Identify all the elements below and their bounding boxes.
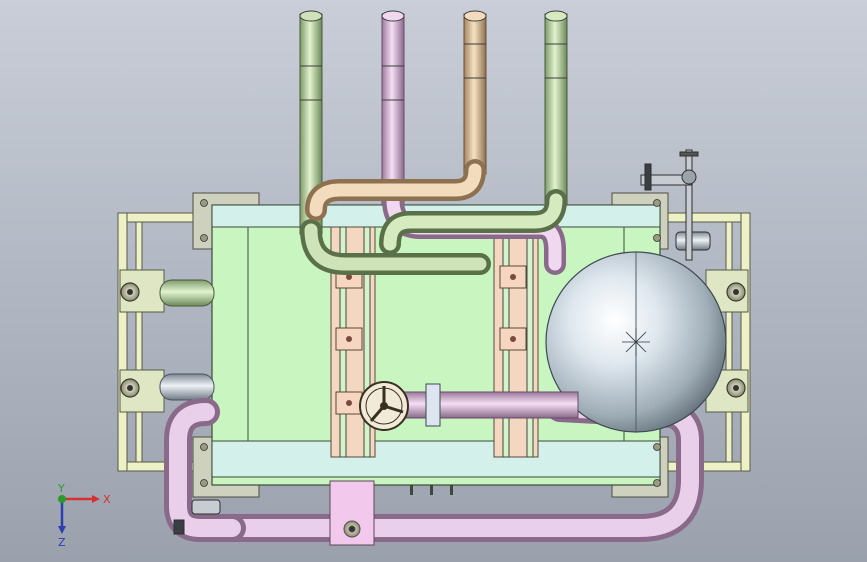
handwheel-valve[interactable] xyxy=(359,381,409,431)
sphere-center-mark xyxy=(622,328,650,356)
left-stub-pipe-upper xyxy=(159,279,215,307)
riser-caps xyxy=(299,10,568,22)
side-roller-hubs xyxy=(127,289,739,391)
clamp-bolts xyxy=(346,274,516,406)
riser-pipe-tan xyxy=(305,13,487,221)
triad-z-label: Z xyxy=(58,536,66,549)
right-valve-assembly[interactable] xyxy=(640,149,711,261)
triad-x-label: X xyxy=(103,493,111,506)
triad-y-label: Y xyxy=(57,482,65,495)
bottom-fittings xyxy=(410,485,453,495)
pipe-pink-to-sphere xyxy=(395,391,579,419)
drain-valve-left[interactable] xyxy=(173,499,221,535)
riser-joint-bands xyxy=(300,43,567,101)
bottom-center-bracket xyxy=(329,480,375,546)
corner-bolts xyxy=(200,199,661,487)
left-stub-pipe-lower xyxy=(159,373,215,401)
riser-pipe-green-left xyxy=(299,13,491,275)
coordinate-triad: X Y Z xyxy=(57,482,111,549)
riser-pipe-green-right xyxy=(379,13,568,255)
pipe-flange xyxy=(425,383,441,427)
